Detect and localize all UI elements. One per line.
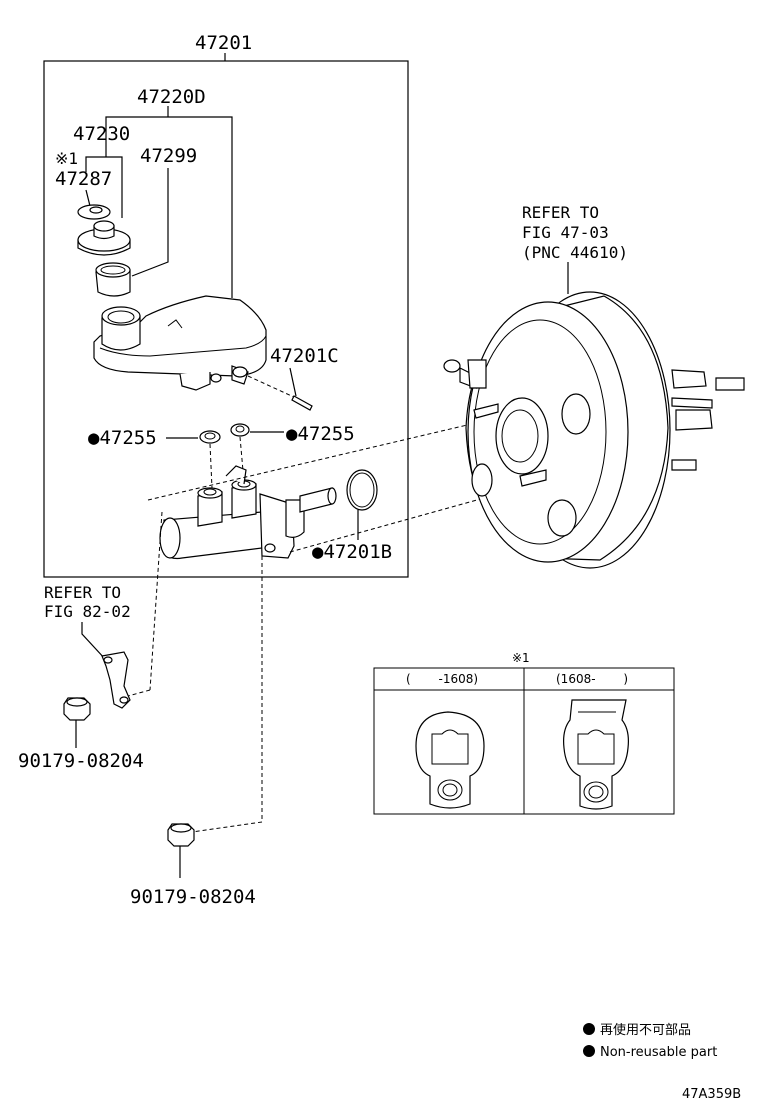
bracket-part bbox=[101, 651, 131, 709]
cap-label: 47230 bbox=[73, 123, 130, 145]
lower-bolt-part bbox=[167, 823, 195, 847]
brake-booster-part bbox=[443, 291, 745, 569]
legend-en: Non-reusable part bbox=[600, 1045, 717, 1060]
grommet-left-dash bbox=[209, 443, 213, 489]
booster-ref-line1: REFER TO bbox=[522, 203, 599, 222]
inset-mark: ※1 bbox=[512, 651, 530, 665]
bracket-ref-line1: REFER TO bbox=[44, 583, 121, 602]
cap-mark: ※1 bbox=[55, 149, 78, 168]
reservoir-cap-part bbox=[77, 220, 131, 256]
pin-leader bbox=[289, 367, 297, 397]
master-cylinder-part bbox=[159, 465, 337, 560]
grommet-left-label: ●47255 bbox=[88, 427, 157, 449]
inset-left-header: ( -1608) bbox=[406, 672, 478, 686]
cap-seal-part bbox=[77, 204, 111, 220]
assembly-box bbox=[43, 60, 409, 578]
inset-seal-old-part bbox=[415, 711, 485, 809]
strainer-label: 47299 bbox=[140, 145, 197, 167]
pin-dash-line bbox=[247, 375, 297, 399]
grommet-left-part bbox=[199, 430, 221, 444]
cap-bracket-line bbox=[85, 156, 123, 218]
upper-bolt-part bbox=[63, 697, 91, 721]
figure-code: 47A359B bbox=[682, 1087, 741, 1102]
oring-part bbox=[346, 469, 378, 511]
inset-seal-new-part bbox=[563, 699, 629, 810]
lower-bolt-label: 90179-08204 bbox=[130, 886, 256, 908]
legend-dot-en bbox=[583, 1045, 595, 1057]
oring-label: ●47201B bbox=[312, 541, 392, 563]
bracket-dash-end bbox=[127, 689, 151, 697]
reservoir-assy-label: 47220D bbox=[137, 86, 206, 108]
bracket-ref-line2: FIG 82-02 bbox=[44, 602, 131, 621]
reservoir-bracket-line bbox=[105, 116, 233, 298]
lower-bolt-dash-end bbox=[191, 821, 263, 833]
strainer-part bbox=[95, 262, 131, 297]
grommet-right-part bbox=[230, 423, 250, 437]
bracket-ref-leader bbox=[81, 622, 107, 661]
assembly-number-label: 47201 bbox=[195, 32, 252, 54]
grommet-right-label: ●47255 bbox=[286, 423, 355, 445]
strainer-leader bbox=[131, 168, 169, 277]
legend-jp: 再使用不可部品 bbox=[600, 1022, 691, 1038]
inset-right-header: (1608- ) bbox=[556, 672, 628, 686]
legend-dot-jp bbox=[583, 1023, 595, 1035]
pin-label: 47201C bbox=[270, 345, 339, 367]
booster-ref-line2: FIG 47-03 bbox=[522, 223, 609, 242]
cap-seal-label: 47287 bbox=[55, 168, 112, 190]
booster-ref-line3: (PNC 44610) bbox=[522, 243, 628, 262]
cylinder-dash-upper bbox=[147, 421, 481, 501]
cap-seal-leader bbox=[85, 189, 91, 207]
bracket-dash-line bbox=[149, 511, 163, 691]
reservoir-pin-part bbox=[291, 395, 313, 411]
reservoir-tank-part bbox=[93, 295, 267, 391]
upper-bolt-label: 90179-08204 bbox=[18, 750, 144, 772]
